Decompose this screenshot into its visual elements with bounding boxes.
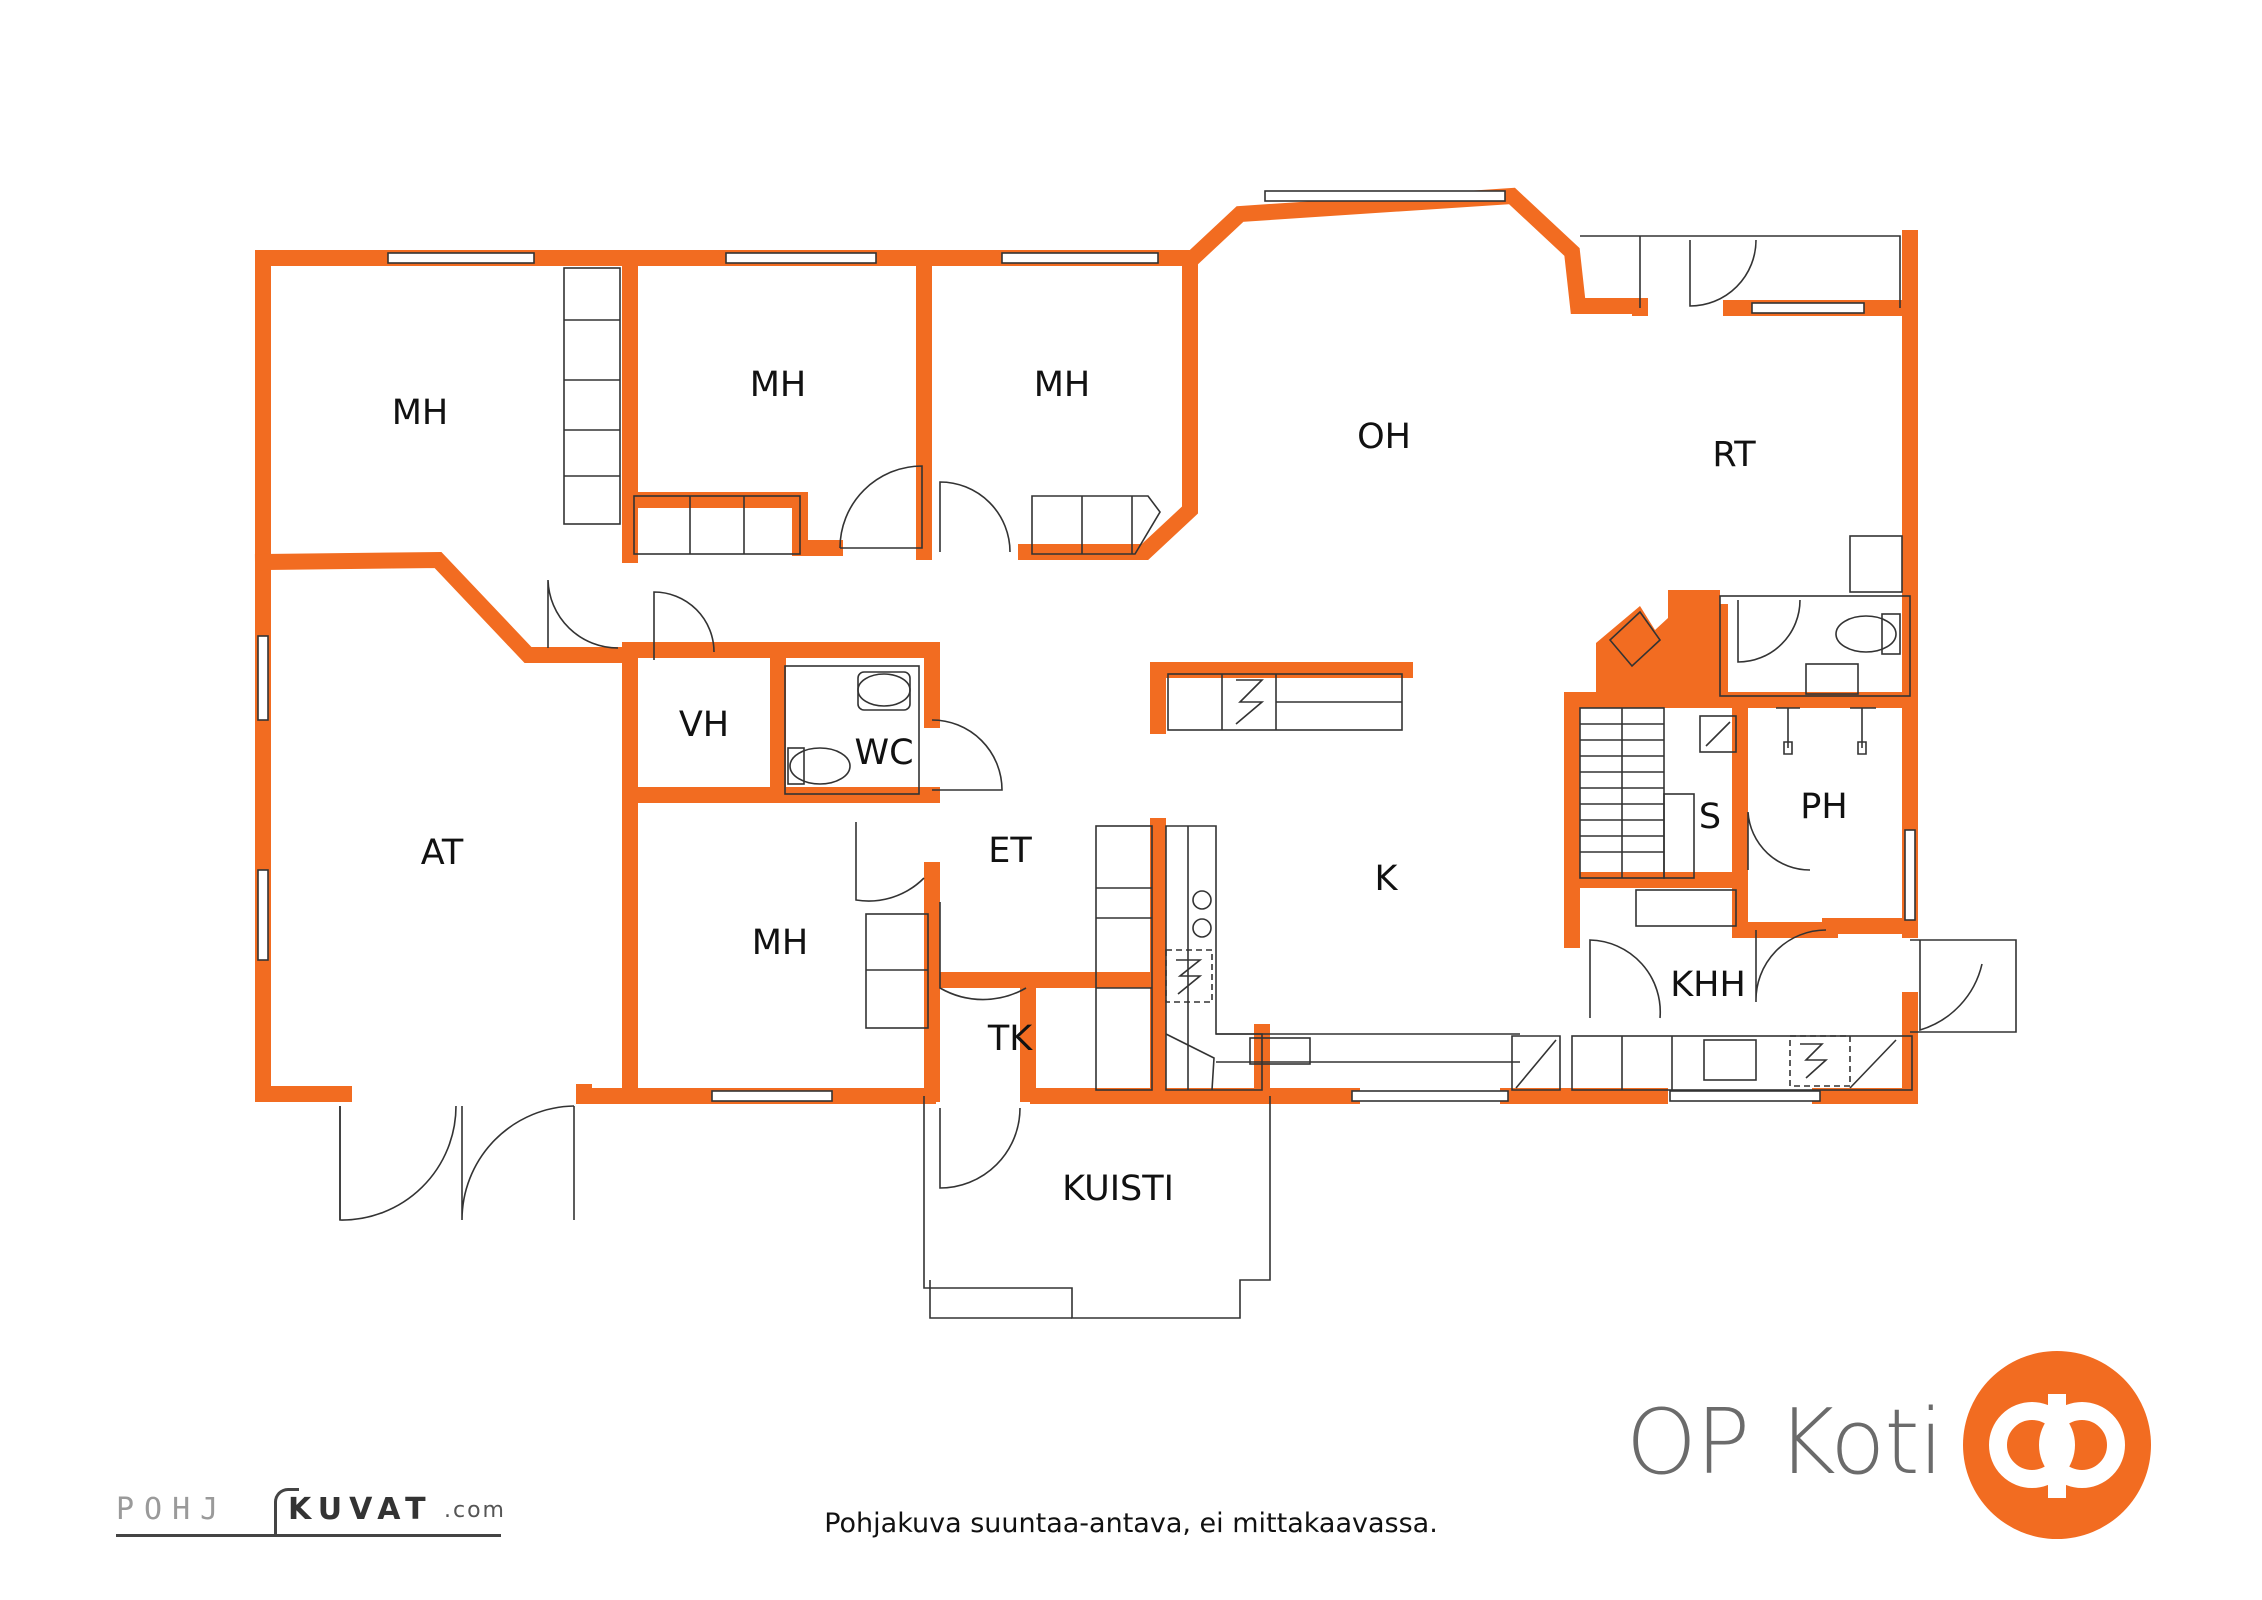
room-label-mh-s: MH (752, 923, 809, 963)
room-label-mh-n2: MH (750, 365, 807, 405)
chimney (1596, 590, 1728, 700)
room-label-oh: OH (1357, 417, 1411, 457)
credit-part3: .com (444, 1498, 506, 1523)
windows (257, 190, 1916, 1102)
room-label-mh-n3: MH (1034, 365, 1091, 405)
fireplace-outline (1608, 610, 1662, 668)
room-label-vh: VH (679, 705, 729, 745)
room-label-rt: RT (1712, 435, 1756, 475)
kitchen-fixtures (1165, 673, 1913, 1091)
room-label-khh: KHH (1670, 965, 1746, 1005)
room-label-k: K (1375, 859, 1399, 899)
brand-name: OP Koti (1626, 1390, 1944, 1495)
room-label-tk: TK (987, 1019, 1033, 1059)
room-label-at: AT (421, 833, 464, 873)
credit-underline (116, 1534, 501, 1537)
room-label-s: S (1699, 797, 1721, 837)
room-label-mh-nw: MH (392, 393, 449, 433)
wardrobes (563, 267, 1161, 1091)
credit-part2: KUVAT (288, 1492, 433, 1527)
room-labels: MH MH MH OH RT AT VH WC ET K S PH MH TK … (392, 365, 1848, 1209)
doors (339, 239, 1983, 1221)
exterior-walls (255, 187, 1918, 1104)
room-label-wc: WC (854, 733, 913, 773)
room-label-ph: PH (1800, 787, 1847, 827)
interior-walls (254, 250, 1918, 1102)
disclaimer-caption: Pohjakuva suuntaa-antava, ei mittakaavas… (824, 1508, 1438, 1539)
room-label-et: ET (988, 831, 1032, 871)
credit-hook-shape (274, 1488, 299, 1537)
wet-room-fixtures (784, 535, 1911, 927)
frames (339, 235, 2017, 1319)
op-logo-icon (1963, 1351, 2151, 1539)
room-label-kuisti: KUISTI (1062, 1169, 1174, 1209)
credit-part1: POHJ (116, 1492, 229, 1527)
